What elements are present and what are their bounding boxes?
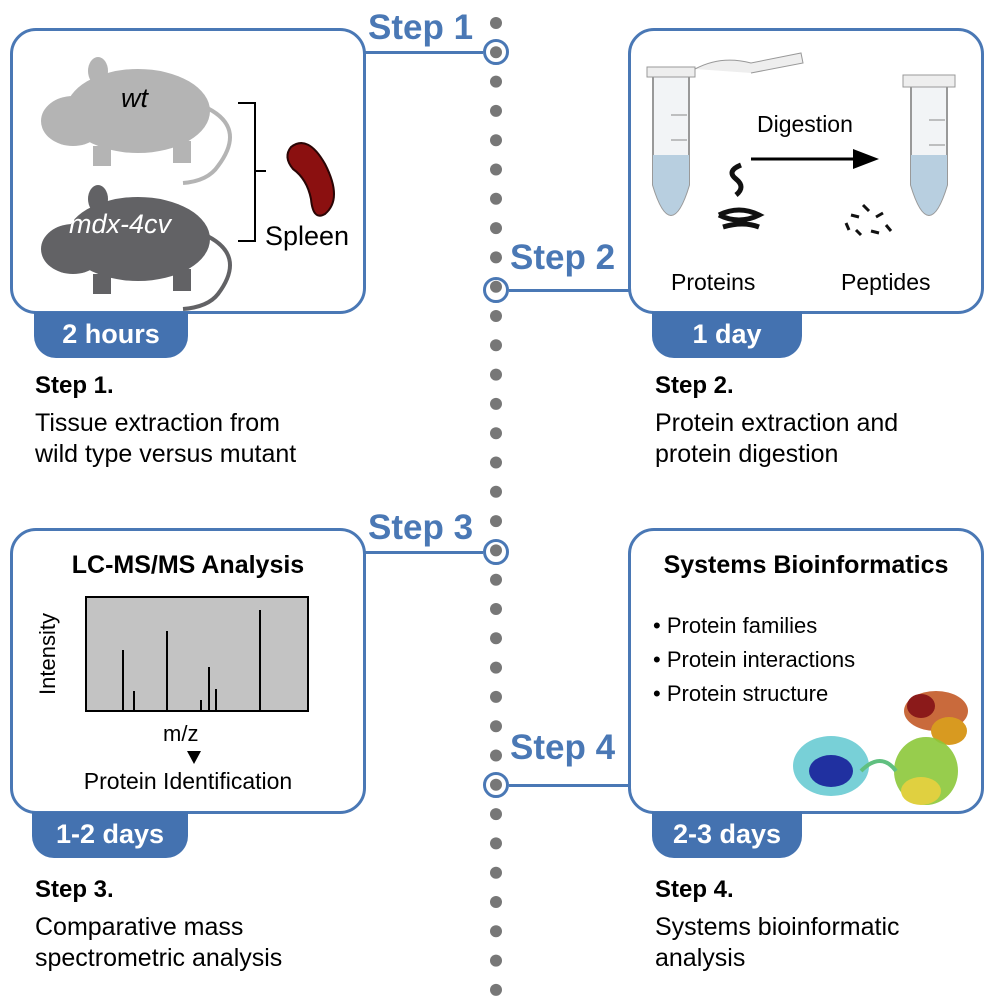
step3-caption-line1: Comparative mass	[35, 913, 244, 941]
step1-caption-title: Step 1.	[35, 372, 114, 399]
intensity-axis-label: Intensity	[35, 613, 60, 695]
timeline-dot	[490, 515, 502, 528]
step3-timeline-node	[483, 539, 509, 565]
bullet-1: • Protein families	[653, 613, 818, 638]
timeline-dot	[490, 310, 502, 322]
step2-duration-badge: 1 day	[652, 312, 802, 358]
spleen-illustration	[286, 142, 335, 217]
mz-axis-label: m/z	[163, 721, 199, 746]
step3-panel: LC-MS/MS Analysis Intensity m/z Protein …	[10, 528, 366, 814]
digestion-arrow	[751, 149, 879, 169]
timeline-dot	[490, 192, 502, 205]
peptides-label: Peptides	[841, 269, 931, 295]
timeline-dot	[490, 837, 502, 850]
tube-proteins-illustration	[646, 52, 804, 230]
tube-peptides-illustration	[844, 74, 956, 237]
timeline-dot	[490, 163, 502, 176]
timeline-dot	[490, 808, 502, 821]
bullet-text: Protein interactions	[666, 647, 856, 672]
step2-caption-line2: protein digestion	[655, 440, 839, 468]
step1-timeline-node	[483, 39, 509, 65]
bullet-2: • Protein interactions	[653, 647, 856, 672]
bullet-3: • Protein structure	[653, 681, 829, 706]
step4-connector	[509, 784, 630, 787]
step1-panel: wt mdx-4cv Spleen	[10, 28, 366, 314]
timeline-dot	[490, 251, 502, 264]
timeline-dot	[490, 690, 502, 703]
timeline-dot	[490, 573, 502, 586]
proteins-label: Proteins	[671, 269, 756, 295]
timeline-dot	[490, 339, 502, 352]
timeline-dot	[490, 983, 502, 996]
timeline-dot	[490, 134, 502, 147]
mouse-mdx-label: mdx-4cv	[69, 209, 172, 239]
down-arrow-icon	[187, 751, 201, 764]
step2-connector	[509, 289, 630, 292]
step1-caption-line2: wild type versus mutant	[35, 440, 297, 468]
timeline-dot	[490, 661, 502, 674]
timeline-dot	[490, 222, 502, 235]
timeline-dot	[490, 866, 502, 879]
step2-timeline-node	[483, 277, 509, 303]
protein-identification-label: Protein Identification	[83, 768, 293, 794]
timeline-dot	[490, 720, 502, 733]
step1-connector	[365, 51, 483, 54]
step2-caption-line1: Protein extraction and	[655, 409, 899, 437]
step4-caption-line1: Systems bioinformatic	[655, 913, 900, 941]
step4-caption-title: Step 4.	[655, 876, 734, 903]
mass-spectrum-illustration	[85, 596, 309, 712]
step1-duration-badge: 2 hours	[34, 312, 188, 358]
mouse-mdx-illustration	[41, 185, 232, 311]
step3-caption-title: Step 3.	[35, 876, 114, 903]
timeline-dot	[490, 368, 502, 381]
step4-duration-badge: 2-3 days	[652, 812, 802, 858]
timeline-dot	[490, 397, 502, 410]
timeline-dot	[490, 17, 502, 29]
bullet-text: Protein structure	[666, 681, 829, 706]
timeline-dot	[490, 603, 502, 615]
protein-structure-illustration	[793, 691, 968, 805]
mouse-wt-label: wt	[121, 83, 148, 113]
mouse-wt-illustration	[41, 57, 232, 185]
step1-caption-line1: Tissue extraction from	[35, 409, 280, 437]
timeline-dot	[490, 632, 502, 645]
step2-panel: Digestion Proteins Peptides	[628, 28, 984, 314]
timeline-dot	[490, 427, 502, 440]
timeline-dot	[490, 75, 502, 88]
bracket	[238, 102, 266, 242]
step4-caption-line2: analysis	[655, 944, 746, 972]
timeline-dot	[490, 925, 502, 938]
spleen-label: Spleen	[265, 221, 350, 251]
digestion-label: Digestion	[757, 111, 853, 137]
step1-label: Step 1	[368, 8, 474, 47]
bullet-text: Protein families	[666, 613, 818, 638]
timeline-dot	[490, 456, 502, 469]
step3-label: Step 3	[368, 508, 474, 547]
lcms-title: LC-MS/MS Analysis	[71, 551, 305, 579]
timeline-dot	[490, 896, 502, 908]
step4-timeline-node	[483, 772, 509, 798]
step4-label: Step 4	[510, 728, 616, 767]
step3-connector	[365, 551, 483, 554]
timeline-dot	[490, 749, 502, 762]
step2-label: Step 2	[510, 238, 616, 277]
step2-caption-title: Step 2.	[655, 372, 734, 399]
timeline-dot	[490, 104, 502, 117]
step4-panel: Systems Bioinformatics • Protein familie…	[628, 528, 984, 814]
bioinformatics-title: Systems Bioinformatics	[663, 551, 949, 579]
timeline-dot	[490, 954, 502, 967]
timeline-dot	[490, 485, 502, 498]
step3-duration-badge: 1-2 days	[32, 812, 188, 858]
step3-caption-line2: spectrometric analysis	[35, 944, 283, 972]
